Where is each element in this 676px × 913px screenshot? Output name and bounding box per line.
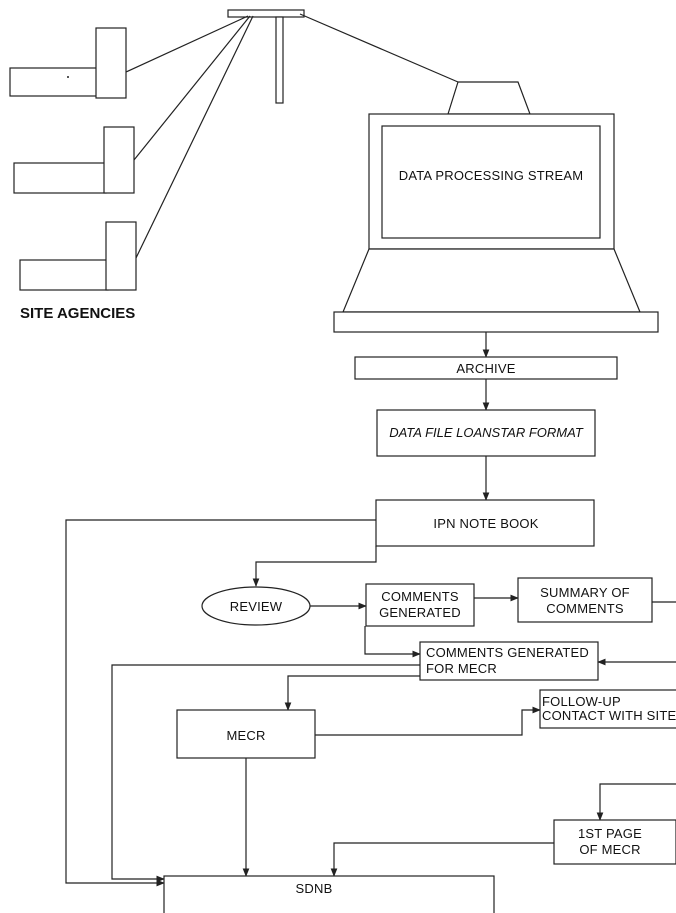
arrow-ipn-to-review bbox=[256, 546, 376, 586]
review-label: REVIEW bbox=[230, 599, 283, 614]
arrow-first-page-to-sdnb bbox=[334, 843, 554, 876]
site-terminal-3 bbox=[20, 222, 136, 290]
arrow-right-in-to-first-page bbox=[600, 784, 676, 820]
arrow-to-mecr bbox=[288, 676, 420, 710]
arrow-mecr-comments-to-sdnb bbox=[112, 665, 420, 879]
comments-generated-line2: GENERATED bbox=[379, 605, 461, 620]
antenna-icon bbox=[228, 10, 304, 103]
archive-label: ARCHIVE bbox=[456, 361, 515, 376]
data-processing-stream-label: DATA PROCESSING STREAM bbox=[399, 168, 584, 183]
comments-mecr-line2: FOR MECR bbox=[426, 661, 497, 676]
arrow-to-mecr-comments bbox=[365, 626, 420, 654]
first-page-line1: 1ST PAGE bbox=[578, 826, 642, 841]
data-file-label: DATA FILE LOANSTAR FORMAT bbox=[389, 425, 584, 440]
computer-icon bbox=[334, 82, 658, 332]
ipn-note-book-label: IPN NOTE BOOK bbox=[433, 516, 538, 531]
follow-up-line2: CONTACT WITH SITE bbox=[542, 708, 676, 723]
site-agencies-label: SITE AGENCIES bbox=[20, 305, 135, 322]
site-terminal-2 bbox=[14, 127, 134, 193]
mecr-label: MECR bbox=[226, 728, 265, 743]
sdnb-label: SDNB bbox=[296, 881, 333, 896]
first-page-line2: OF MECR bbox=[579, 842, 640, 857]
comments-generated-line1: COMMENTS bbox=[381, 589, 459, 604]
comments-mecr-line1: COMMENTS GENERATED bbox=[426, 645, 589, 660]
follow-up-line1: FOLLOW-UP bbox=[542, 694, 621, 709]
site-terminal-1 bbox=[10, 28, 126, 98]
summary-line1: SUMMARY OF bbox=[540, 585, 630, 600]
arrow-mecr-to-followup bbox=[315, 710, 540, 735]
summary-line2: COMMENTS bbox=[546, 601, 624, 616]
